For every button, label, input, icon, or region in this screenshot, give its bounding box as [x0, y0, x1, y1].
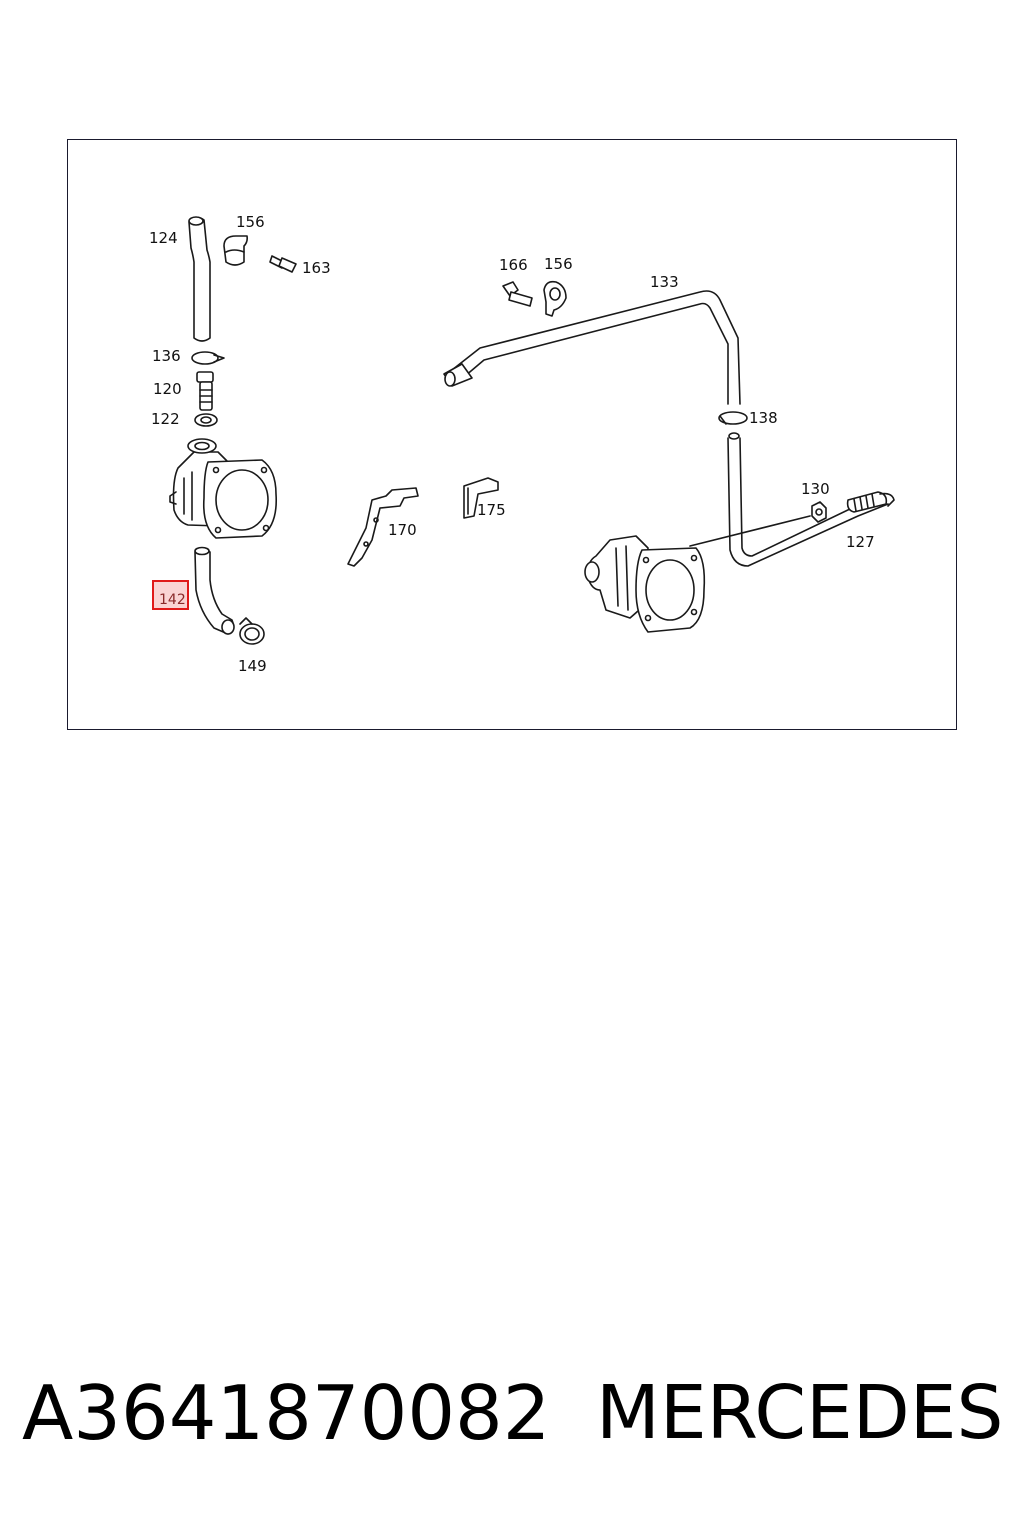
part-120-fitting[interactable]: [196, 371, 214, 411]
part-127-hose[interactable]: [846, 491, 895, 513]
label-175[interactable]: 175: [477, 501, 506, 519]
label-156-top-left[interactable]: 156: [236, 213, 265, 231]
label-133[interactable]: 133: [650, 273, 679, 291]
part-175-bracket[interactable]: [463, 477, 499, 519]
label-170[interactable]: 170: [388, 521, 417, 539]
part-124-hose[interactable]: [188, 216, 211, 342]
label-166[interactable]: 166: [499, 256, 528, 274]
caption: A3641870082 MERCEDES: [0, 1372, 1024, 1472]
vacuum-pump-left: [169, 438, 278, 539]
label-122[interactable]: 122: [151, 410, 180, 428]
part-170-bracket[interactable]: [347, 487, 419, 567]
brand-name: MERCEDES: [596, 1370, 1004, 1456]
label-149[interactable]: 149: [238, 657, 267, 675]
highlight-part-142: [152, 580, 189, 610]
part-138-clamp[interactable]: [718, 411, 748, 440]
label-136[interactable]: 136: [152, 347, 181, 365]
part-133-pipe[interactable]: [443, 290, 741, 405]
part-122-washer[interactable]: [194, 413, 218, 427]
part-166-bolt[interactable]: [502, 281, 533, 307]
vacuum-pump-right: [584, 535, 706, 633]
part-163-bolt[interactable]: [269, 255, 297, 273]
label-138[interactable]: 138: [749, 409, 778, 427]
label-120[interactable]: 120: [153, 380, 182, 398]
part-130-nut[interactable]: [811, 501, 827, 523]
label-163[interactable]: 163: [302, 259, 331, 277]
part-136-clamp[interactable]: [191, 351, 225, 365]
part-156-clamp-b[interactable]: [543, 280, 567, 317]
part-156-clamp[interactable]: [223, 235, 248, 266]
label-127[interactable]: 127: [846, 533, 875, 551]
label-142[interactable]: 142: [159, 592, 186, 608]
diagram-frame: [67, 139, 957, 730]
label-130[interactable]: 130: [801, 480, 830, 498]
label-124[interactable]: 124: [149, 229, 178, 247]
label-156-top-middle[interactable]: 156: [544, 255, 573, 273]
part-number: A3641870082: [22, 1369, 551, 1457]
lower-pipe: [689, 437, 889, 567]
part-149-clamp[interactable]: [239, 617, 265, 645]
part-142-hose[interactable]: [194, 546, 235, 635]
